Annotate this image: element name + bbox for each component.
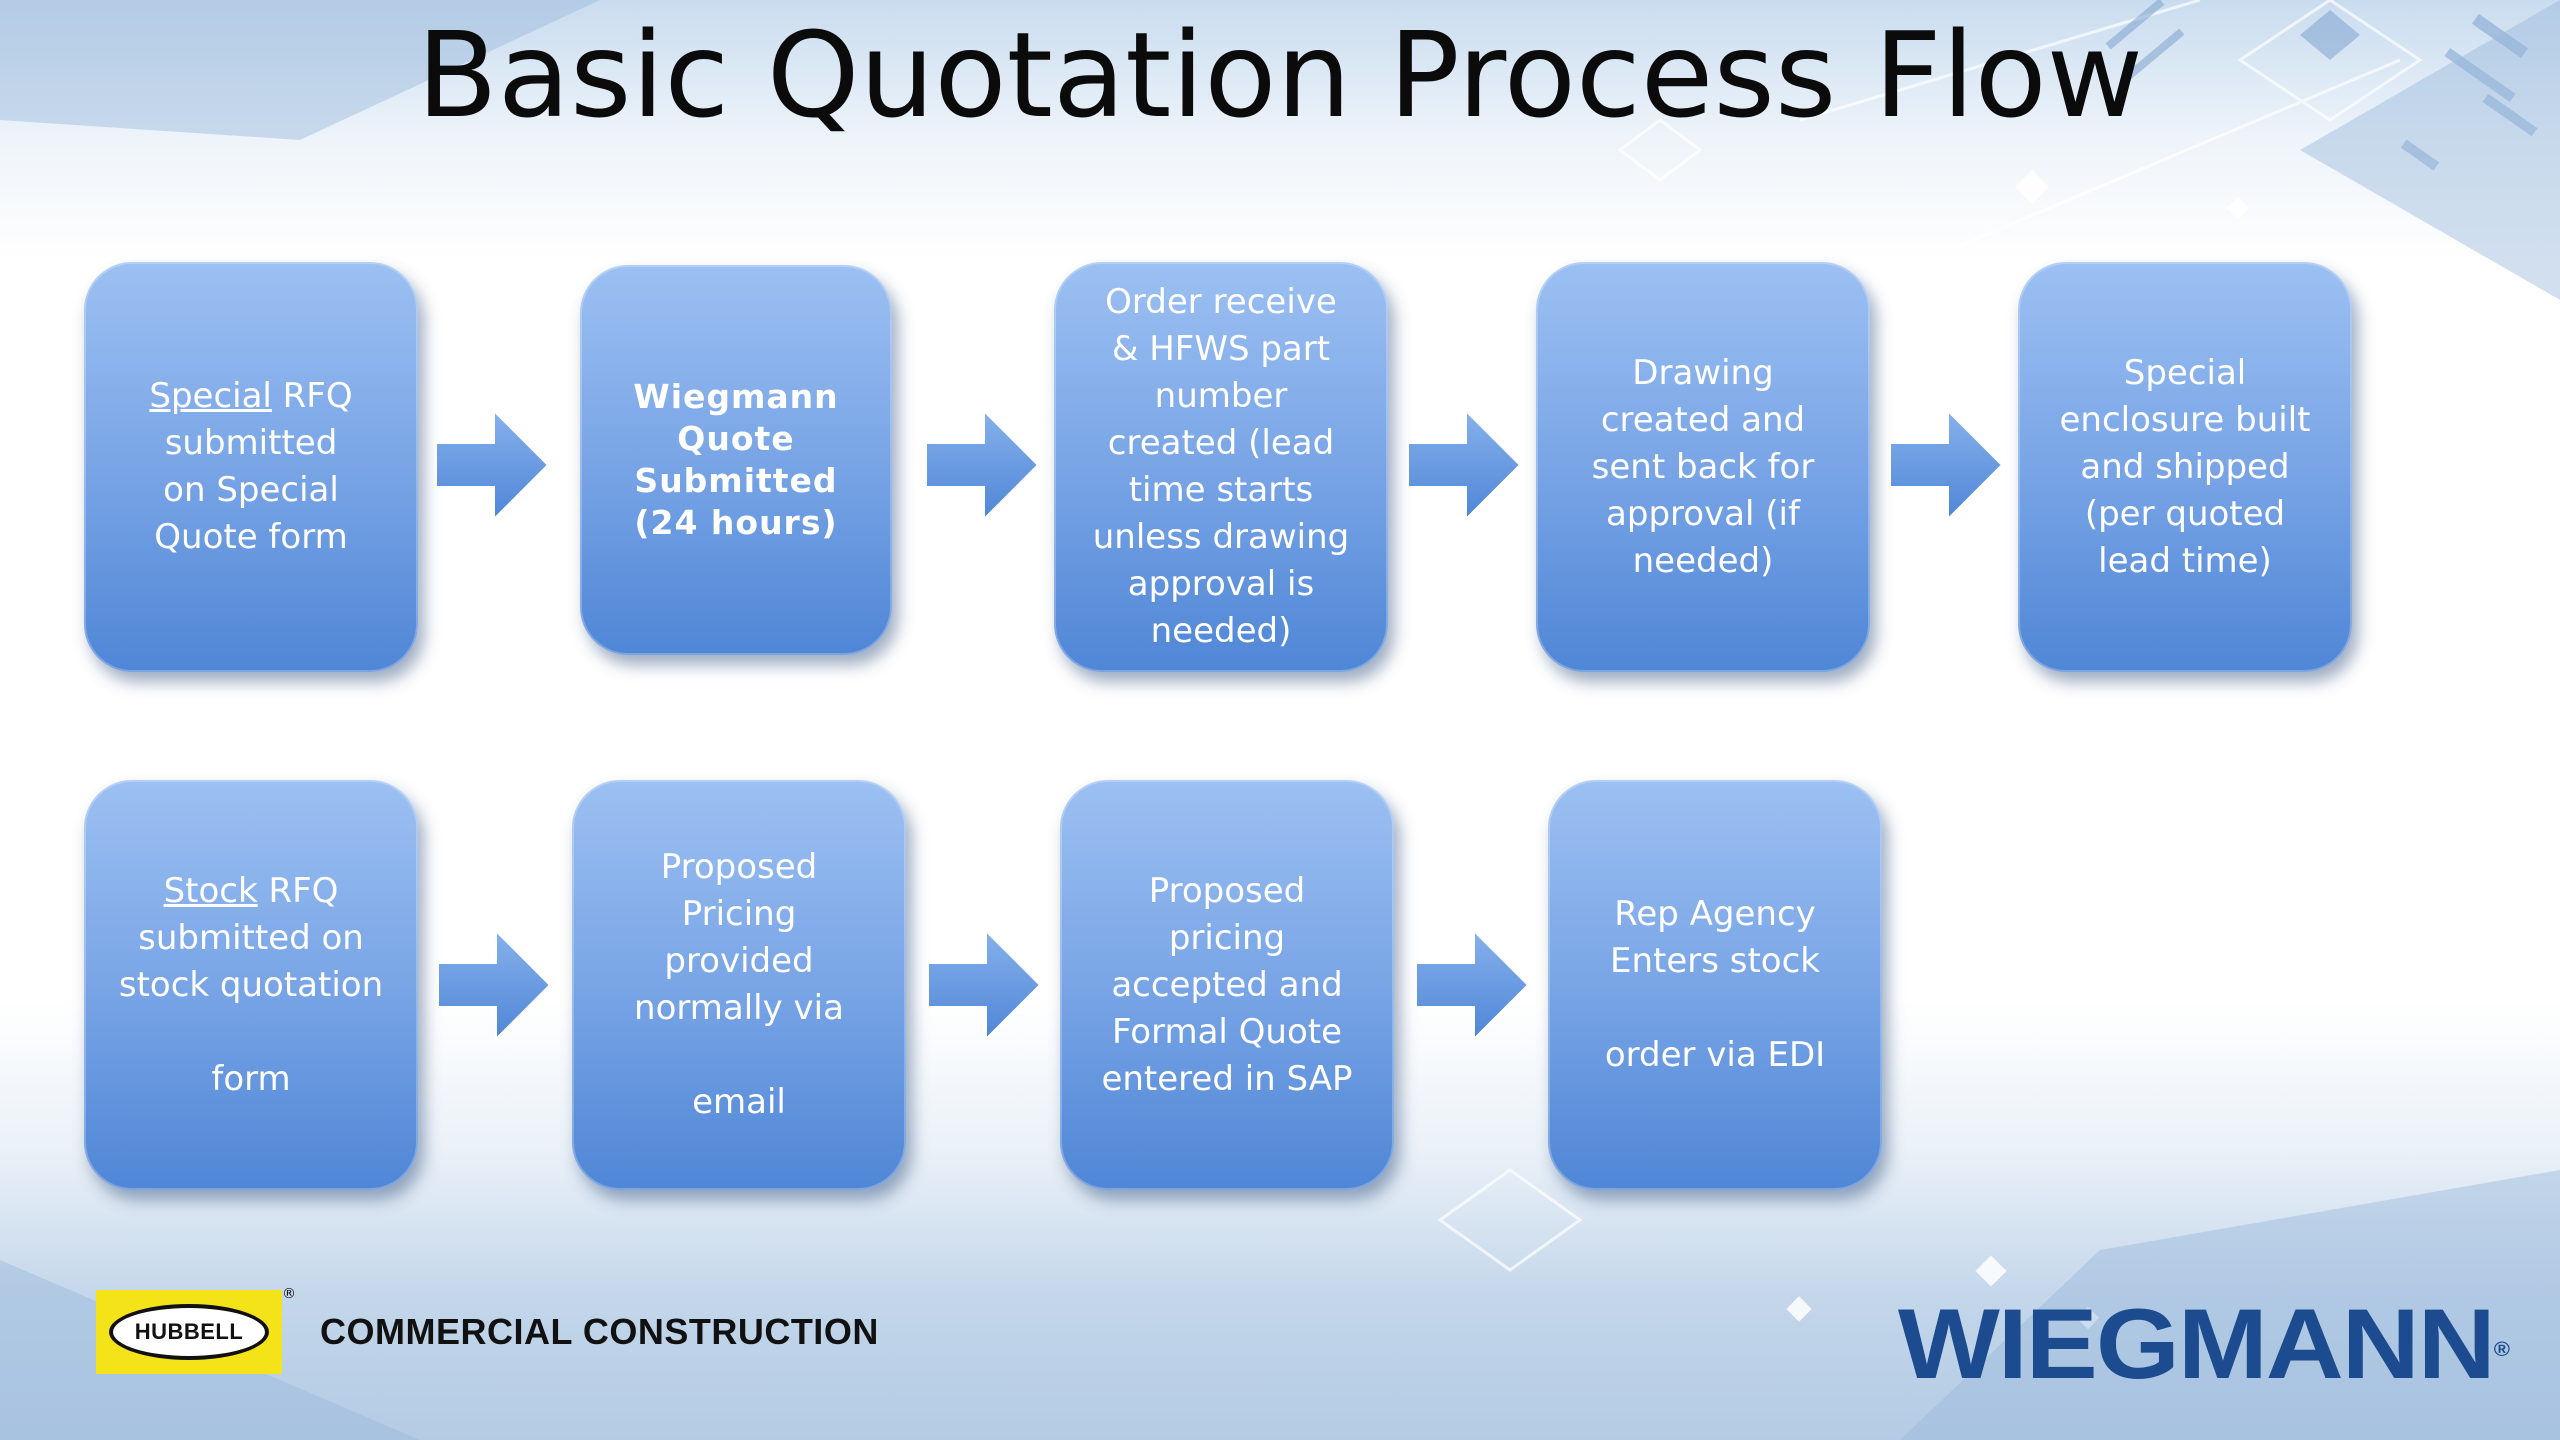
underlined-word: Special [149, 376, 272, 416]
flow-step-pricing-accepted: Proposed pricing accepted and Formal Quo… [1060, 780, 1394, 1190]
underlined-word: Stock [163, 870, 258, 911]
step-text: Drawing created and sent back for approv… [1591, 352, 1815, 581]
step-text: Proposed pricing accepted and Formal Quo… [1101, 870, 1353, 1099]
step-text: Rep Agency Enters stock order via EDI [1604, 894, 1826, 1075]
flow-arrow-icon [925, 408, 1040, 522]
footer-left: HUBBELL ® COMMERCIAL CONSTRUCTION [96, 1286, 879, 1374]
wiegmann-logo: WIEGMANN® [1897, 1287, 2510, 1400]
flow-arrow-icon [1407, 408, 1522, 522]
flow-step-enclosure-shipped: Special enclosure built and shipped (per… [2018, 262, 2352, 672]
hubbell-logo-text: HUBBELL [134, 1319, 244, 1344]
step-text: Wiegmann Quote Submitted (24 hours) [633, 377, 839, 542]
hubbell-logo: HUBBELL ® [96, 1286, 296, 1374]
slide-title: Basic Quotation Process Flow [416, 6, 2144, 144]
flow-arrow-icon [437, 928, 552, 1042]
flow-step-order-receive: Order receive & HFWS part number created… [1054, 262, 1388, 672]
flow-step-stock-rfq: Stock RFQ submitted on stock quotation f… [84, 780, 418, 1190]
flow-step-special-rfq: Special RFQ submitted on Special Quote f… [84, 262, 418, 672]
step-text: RFQ submitted on Special Quote form [154, 376, 353, 557]
step-text: Order receive & HFWS part number created… [1092, 282, 1350, 651]
flow-step-wiegmann-quote: Wiegmann Quote Submitted (24 hours) [580, 265, 892, 655]
step-text: Proposed Pricing provided normally via e… [634, 847, 844, 1122]
flow-arrow-icon [1415, 928, 1530, 1042]
step-text: Special enclosure built and shipped (per… [2059, 352, 2311, 581]
flow-step-drawing-created: Drawing created and sent back for approv… [1536, 262, 1870, 672]
flow-step-rep-agency-order: Rep Agency Enters stock order via EDI [1548, 780, 1882, 1190]
step-text: RFQ submitted on stock quotation form [118, 870, 384, 1099]
brand-name: WIEGMANN [1897, 1287, 2496, 1400]
registered-mark: ® [282, 1286, 296, 1302]
division-name: COMMERCIAL CONSTRUCTION [320, 1311, 879, 1352]
flow-arrow-icon [435, 408, 550, 522]
flow-arrow-icon [927, 928, 1042, 1042]
flow-step-proposed-pricing: Proposed Pricing provided normally via e… [572, 780, 906, 1190]
flow-arrow-icon [1889, 408, 2004, 522]
